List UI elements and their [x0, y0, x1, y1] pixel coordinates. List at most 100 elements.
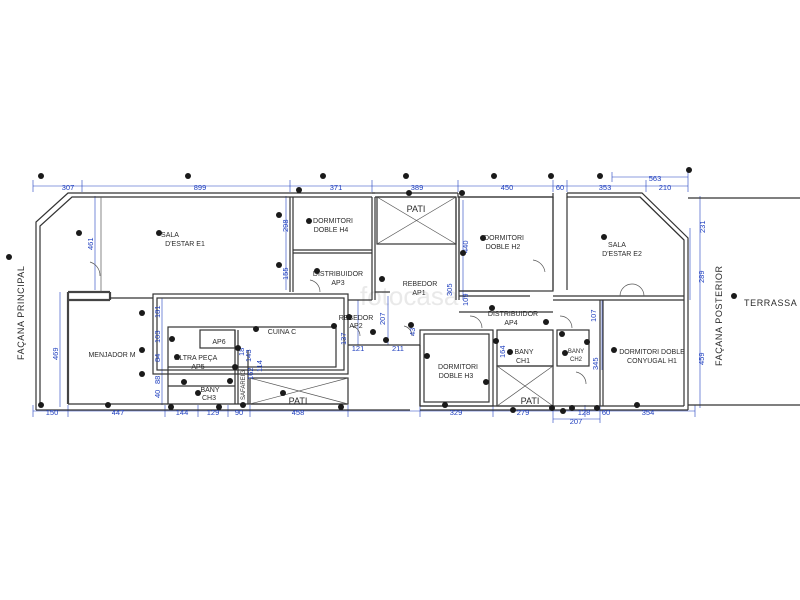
dimension-label: 43 [408, 328, 417, 336]
marker [731, 293, 737, 299]
marker [253, 326, 259, 332]
marker [195, 390, 201, 396]
marker [76, 230, 82, 236]
room-cuina: CUINA C [268, 329, 296, 336]
dimension-label: 231 [698, 220, 707, 233]
marker [403, 173, 409, 179]
dimension-label: 207 [570, 417, 583, 426]
room-menjador: MENJADOR M [88, 352, 135, 359]
marker [105, 402, 111, 408]
room-distribuidor-ap3: DISTRIBUIDOR AP3 [313, 271, 363, 287]
marker [139, 371, 145, 377]
dimension-label: 103 [153, 330, 162, 343]
marker [139, 310, 145, 316]
room-name: DISTRIBUIDOR [488, 311, 538, 318]
room-name: DORMITORI DOBLE [619, 349, 685, 356]
facade-rear-label: FAÇANA POSTERIOR [714, 265, 724, 366]
marker [549, 405, 555, 411]
dimension-label: 899 [194, 183, 207, 192]
dimension-label: 447 [112, 408, 125, 417]
marker [383, 337, 389, 343]
terrace-label: TERRASSA [744, 298, 797, 308]
marker [611, 347, 617, 353]
marker [169, 336, 175, 342]
room-rebedor-ap2: REBEDOR AP2 [339, 315, 374, 330]
room-name: DORMITORI [438, 364, 478, 371]
marker [459, 190, 465, 196]
dimension-label: 109 [461, 293, 470, 306]
dimension-label: 121 [352, 344, 365, 353]
room-ap6: AP6 [212, 339, 225, 346]
dimension-label: 18 [237, 348, 246, 356]
dimension-labels-top: 307 899 371 389 450 60 353 563 210 [62, 174, 672, 192]
marker [480, 235, 486, 241]
dimension-labels-vertical: 461 469 298 155 181 103 84 88 40 162 114… [51, 219, 707, 398]
dimension-labels-bottom: 150 447 144 129 90 458 329 279 128 60 35… [46, 408, 655, 426]
dimension-label: 207 [378, 312, 387, 325]
marker [232, 364, 238, 370]
room-rebedor-ap1: REBEDOR AP1 [403, 281, 438, 297]
room-code: CH3 [202, 395, 216, 402]
dimension-label: 88 [153, 376, 162, 384]
room-name: DORMITORI [313, 218, 353, 225]
dimension-label: 461 [86, 237, 95, 250]
dimension-label: 279 [517, 408, 530, 417]
marker [569, 405, 575, 411]
door-swings [89, 259, 645, 385]
marker [331, 323, 337, 329]
dimension-label: 389 [411, 183, 424, 192]
marker [559, 331, 565, 337]
marker [306, 218, 312, 224]
dimension-label: 563 [649, 174, 662, 183]
room-code: D'ESTAR E2 [602, 251, 642, 258]
marker [560, 408, 566, 414]
marker [597, 173, 603, 179]
marker [38, 173, 44, 179]
dimension-label: 307 [62, 183, 75, 192]
dimension-label: 298 [281, 219, 290, 232]
dimension-label: 107 [589, 309, 598, 322]
marker [276, 212, 282, 218]
marker [181, 379, 187, 385]
marker [240, 402, 246, 408]
dimension-label: 181 [153, 305, 162, 318]
marker [235, 345, 241, 351]
room-code: D'ESTAR E1 [165, 241, 205, 248]
marker [634, 402, 640, 408]
dimension-label: 210 [659, 183, 672, 192]
room-name: BANY [200, 387, 219, 394]
room-code: CH1 [516, 358, 530, 365]
patio-mid-label: PATI [521, 396, 540, 406]
marker [38, 402, 44, 408]
dimension-label: 371 [330, 183, 343, 192]
dimension-label: 440 [461, 240, 470, 253]
dimension-label: 353 [599, 183, 612, 192]
dimension-label: 211 [392, 344, 404, 353]
dimension-label: 129 [207, 408, 220, 417]
marker [543, 319, 549, 325]
dimension-label: 60 [602, 408, 610, 417]
dimension-label: 137 [339, 332, 348, 345]
room-code: AP1 [412, 290, 425, 297]
dimension-label: 60 [556, 183, 564, 192]
marker [483, 379, 489, 385]
marker [594, 405, 600, 411]
room-code: CONYUGAL H1 [627, 358, 677, 365]
room-code: AP4 [504, 320, 517, 327]
room-name: ALTRA PEÇA [175, 355, 218, 362]
room-code: AP2 [349, 323, 362, 330]
dimension-label: 450 [501, 183, 514, 192]
dimension-label: 40 [153, 390, 162, 398]
marker [601, 234, 607, 240]
room-dormitori-h2: DORMITORI DOBLE H2 [484, 235, 524, 251]
room-sala-e2: SALA D'ESTAR E2 [602, 242, 642, 258]
room-code: CH2 [570, 357, 583, 363]
marker [296, 187, 302, 193]
room-name: SALA [161, 232, 179, 239]
room-bany-ch3: BANY CH3 [200, 387, 219, 402]
room-name: BANY [568, 349, 584, 355]
dimension-label: 84 [153, 354, 162, 362]
room-altra-peca: ALTRA PEÇA AP5 [175, 355, 218, 371]
dimension-label: 155 [281, 267, 290, 280]
marker [280, 390, 286, 396]
